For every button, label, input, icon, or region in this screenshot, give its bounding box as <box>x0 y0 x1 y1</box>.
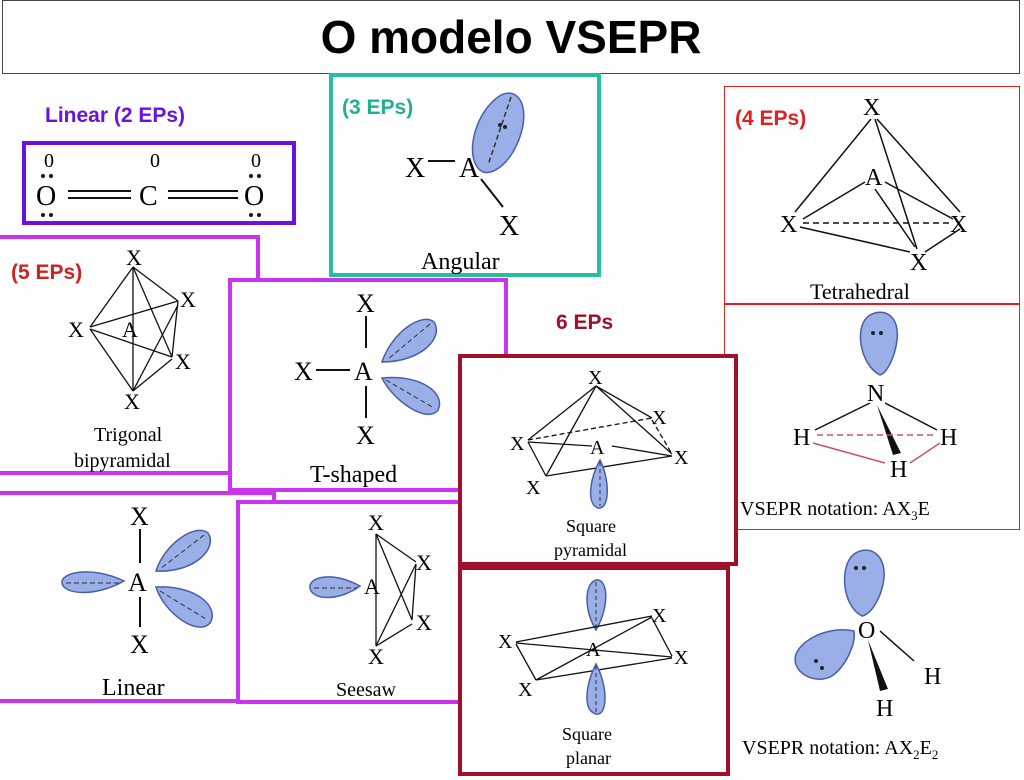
square-pyramidal-structure: X X X A X X Square pyramidal <box>510 367 689 560</box>
nh3-n: N <box>867 381 884 407</box>
tbp-a: A <box>122 317 138 342</box>
page-title: O modelo VSEPR <box>2 0 1020 74</box>
atom-o2: O <box>244 181 264 212</box>
tetrahedral-caption: Tetrahedral <box>810 279 910 304</box>
tshape-x-left: X <box>294 357 313 386</box>
nh3-notation-sub: 3 <box>911 508 918 523</box>
sqplanar-x-front-left: X <box>518 679 533 701</box>
square-pyramidal-panel: X X X A X X Square pyramidal <box>458 354 738 566</box>
nh3-structure: N H H H VSEPR notation: AX3E <box>740 311 957 523</box>
5-eps-label: (5 EPs) <box>11 261 83 284</box>
charge-o2: 0 <box>251 150 261 172</box>
angular-caption: Angular <box>421 249 500 275</box>
sqplanar-caption-2: planar <box>566 748 611 768</box>
sqpyr-x-top: X <box>588 367 603 389</box>
linear5-x-bottom: X <box>130 630 149 659</box>
linear5-x-top: X <box>130 502 149 531</box>
sqplanar-x-back-right: X <box>652 605 667 627</box>
nh3-notation-suffix: E <box>918 498 930 520</box>
sqplanar-x-left: X <box>498 631 513 653</box>
h2o-notation-mid: E <box>920 737 932 759</box>
sqpyr-x-left: X <box>510 433 525 455</box>
h2o-notation-sub2: 2 <box>932 747 939 762</box>
seesaw-structure: X X A X X Seesaw <box>309 510 432 701</box>
angular-a: A <box>459 153 480 184</box>
h2o-h-right: H <box>924 664 941 690</box>
sqpyr-caption-1: Square <box>566 516 616 536</box>
angular-x2: X <box>499 211 519 242</box>
atom-o1: O <box>36 181 56 212</box>
nh3-notation-prefix: VSEPR notation: AX <box>740 498 912 520</box>
sqpyr-a: A <box>590 437 605 459</box>
tetra-x-right: X <box>950 212 967 238</box>
angular-panel: X A X Angular <box>329 73 601 277</box>
seesaw-caption: Seesaw <box>336 679 397 701</box>
3-eps-label: (3 EPs) <box>342 96 414 119</box>
trigonal-bipyramidal-structure: X X X A X X Trigonal bipyramidal <box>68 245 196 472</box>
seesaw-x-bottom: X <box>368 644 384 669</box>
6-eps-label: 6 EPs <box>556 311 614 334</box>
seesaw-x-right-lower: X <box>416 610 432 635</box>
seesaw-a: A <box>364 574 380 599</box>
tbp-x-top: X <box>126 245 142 270</box>
sqplanar-x-right: X <box>674 647 689 669</box>
tetra-x-left: X <box>780 212 797 238</box>
t-shaped-structure: X X A X T-shaped <box>294 289 441 488</box>
sqpyr-x-front-left: X <box>526 477 541 499</box>
tetrahedral-structure: X A X X X Tetrahedral <box>780 95 967 304</box>
seesaw-panel: X X A X X Seesaw <box>236 500 464 704</box>
angular-structure: X A X Angular <box>405 92 525 275</box>
linear-5-caption: Linear <box>102 675 165 701</box>
tetra-a: A <box>865 165 883 191</box>
4-eps-label: (4 EPs) <box>735 107 807 130</box>
seesaw-x-right-upper: X <box>416 550 432 575</box>
tbp-x-left: X <box>68 317 84 342</box>
h2o-h-bottom: H <box>876 696 893 722</box>
co2-linear-panel: 0 0 0 O C O <box>22 141 296 225</box>
tbp-x-right-lower: X <box>175 349 191 374</box>
tetrahedral-panel: X A X X X Tetrahedral <box>724 86 1020 304</box>
t-shaped-caption: T-shaped <box>310 462 397 488</box>
tbp-caption-1: Trigonal <box>94 424 163 446</box>
sqplanar-caption-1: Square <box>562 724 612 744</box>
linear-5-eps-panel: X A X Linear <box>0 491 276 703</box>
atom-c: C <box>139 181 158 212</box>
tbp-x-right-upper: X <box>180 287 196 312</box>
square-planar-structure: X X A X X Square planar <box>498 579 689 768</box>
sqpyr-x-right: X <box>674 447 689 469</box>
tshape-a: A <box>354 357 373 386</box>
h2o-o: O <box>858 618 875 644</box>
tetra-x-top: X <box>863 95 880 121</box>
sqpyr-x-back-right: X <box>652 407 667 429</box>
charge-c: 0 <box>150 150 160 172</box>
trigonal-bipyramidal-panel: X X X A X X Trigonal bipyramidal <box>0 235 260 475</box>
nh3-panel: N H H H VSEPR notation: AX3E <box>724 304 1020 530</box>
h2o-notation-sub1: 2 <box>913 747 920 762</box>
tbp-x-bottom: X <box>124 389 140 414</box>
nh3-h-right: H <box>940 425 957 451</box>
h2o-panel: O H H VSEPR notation: AX2E2 <box>734 536 1020 768</box>
co2-structure: 0 0 0 O C O <box>36 150 264 217</box>
tshape-x-top: X <box>356 289 375 318</box>
nh3-h-left: H <box>793 425 810 451</box>
h2o-structure: O H H VSEPR notation: AX2E2 <box>742 549 941 762</box>
nh3-h-bottom: H <box>890 457 907 483</box>
angular-x1: X <box>405 153 425 184</box>
square-planar-panel: X X A X X Square planar <box>458 566 730 776</box>
linear-2-eps-label: Linear (2 EPs) <box>45 104 186 127</box>
tshape-x-bottom: X <box>356 421 375 450</box>
seesaw-x-top: X <box>368 510 384 535</box>
linear-5-eps-structure: X A X Linear <box>61 502 213 701</box>
tbp-caption-2: bipyramidal <box>74 450 171 472</box>
nh3-notation: VSEPR notation: AX3E <box>740 498 930 523</box>
linear5-a: A <box>128 568 147 597</box>
charge-o1: 0 <box>44 150 54 172</box>
sqpyr-caption-2: pyramidal <box>554 540 627 560</box>
h2o-notation: VSEPR notation: AX2E2 <box>742 737 938 762</box>
tetra-x-bottom: X <box>910 250 927 276</box>
h2o-notation-prefix: VSEPR notation: AX <box>742 737 914 759</box>
